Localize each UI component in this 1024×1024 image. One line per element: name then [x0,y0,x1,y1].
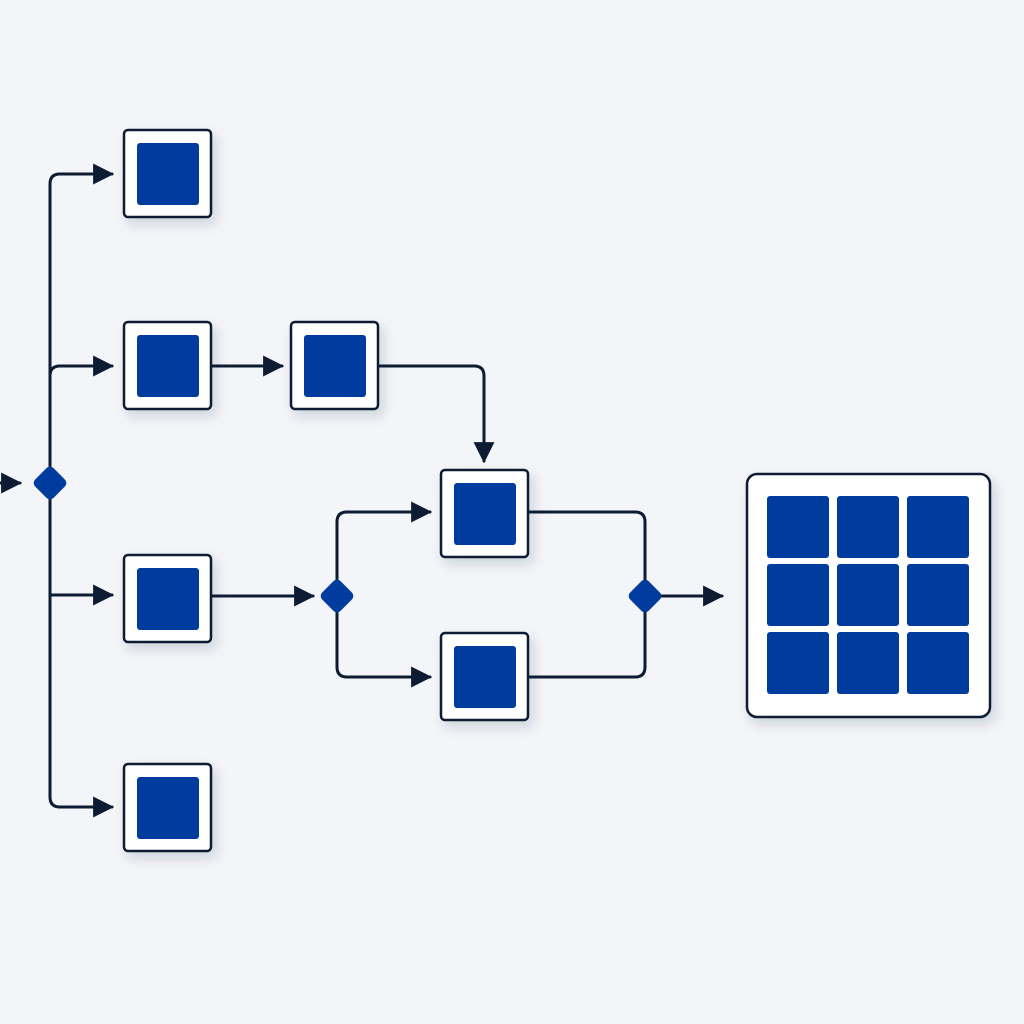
task-node-upper-next-icon [304,335,366,397]
task-node-upper[interactable] [122,320,213,411]
grid-cell [907,564,969,626]
task-node-parallel-a[interactable] [439,468,530,559]
grid-cell [907,496,969,558]
task-node-middle-icon [137,568,199,630]
grid-cell [837,496,899,558]
task-node-middle[interactable] [122,553,213,644]
grid-cell [767,496,829,558]
gateway-join-parallel-diamond [628,579,662,613]
task-node-top[interactable] [122,128,213,219]
connector-main-gateway-to-bottom-task [48,593,115,818]
task-node-upper-icon [137,335,199,397]
grid-cell [767,632,829,694]
connector-main-gateway-to-top-task [48,163,115,472]
connector-main-gateway-to-upper-task [48,355,115,378]
result-grid-node[interactable] [745,472,992,719]
gateway-split-parallel-diamond [320,579,354,613]
grid-cell [837,632,899,694]
grid-cell [837,564,899,626]
connector-task-a-to-join-gateway [526,510,647,585]
task-node-parallel-a-icon [454,483,516,545]
connector-task-b-to-join-gateway [526,607,647,679]
result-grid-cells [767,496,969,694]
connector-parallel-gateway-to-task-a [335,501,433,585]
connector-parallel-gateway-to-task-b [335,607,433,688]
task-node-bottom-icon [137,777,199,839]
grid-cell [767,564,829,626]
task-node-bottom[interactable] [122,762,213,853]
task-node-parallel-b-icon [454,646,516,708]
task-node-parallel-b[interactable] [439,631,530,722]
task-node-upper-next[interactable] [289,320,380,411]
gateway-split-main-diamond [33,466,67,500]
task-node-top-icon [137,143,199,205]
grid-cell [907,632,969,694]
connector-next-task-to-parallel-a [376,364,495,464]
